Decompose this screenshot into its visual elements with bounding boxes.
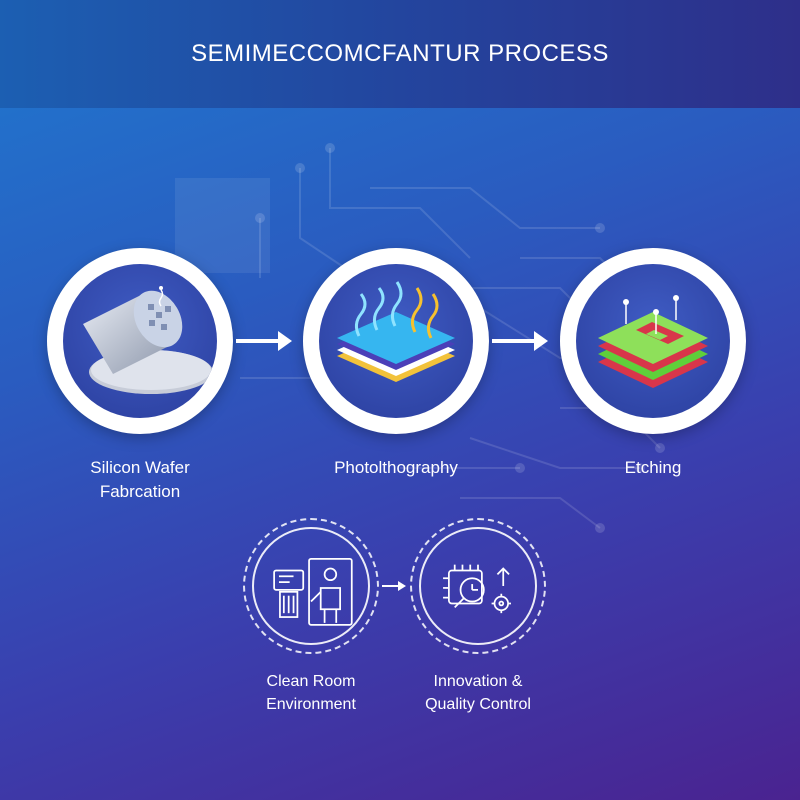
- substep-label-clean-room: Clean Room Environment: [266, 673, 356, 713]
- step-silicon-wafer: [47, 248, 233, 434]
- page-title: SEMIMECCOMCFANTUR PROCESS: [191, 40, 609, 67]
- arrow-right-1: [236, 331, 292, 351]
- photolithography-layers-icon: [337, 281, 455, 382]
- etched-layers-icon: [598, 295, 708, 388]
- header-bar: SEMIMECCOMCFANTUR PROCESS: [0, 0, 800, 108]
- chip-inspection-gear-icon: [443, 564, 511, 614]
- step-label-photolithography: Photolthography: [334, 458, 458, 477]
- substep-innovation-quality: [410, 518, 546, 654]
- step-label-etching: Etching: [624, 458, 682, 477]
- circuit-background: [175, 143, 665, 533]
- clean-room-technician-icon: [273, 557, 353, 626]
- arrow-right-3: [382, 581, 406, 591]
- step-photolithography: [303, 248, 489, 434]
- substep-label-innovation: Innovation & Quality Control: [425, 673, 531, 713]
- step-etching: [560, 248, 746, 434]
- substep-clean-room: [243, 518, 379, 654]
- arrow-right-2: [492, 331, 548, 351]
- step-label-silicon-wafer: Silicon Wafer Fabrcation: [90, 458, 190, 501]
- silicon-wafer-icon: [83, 286, 213, 394]
